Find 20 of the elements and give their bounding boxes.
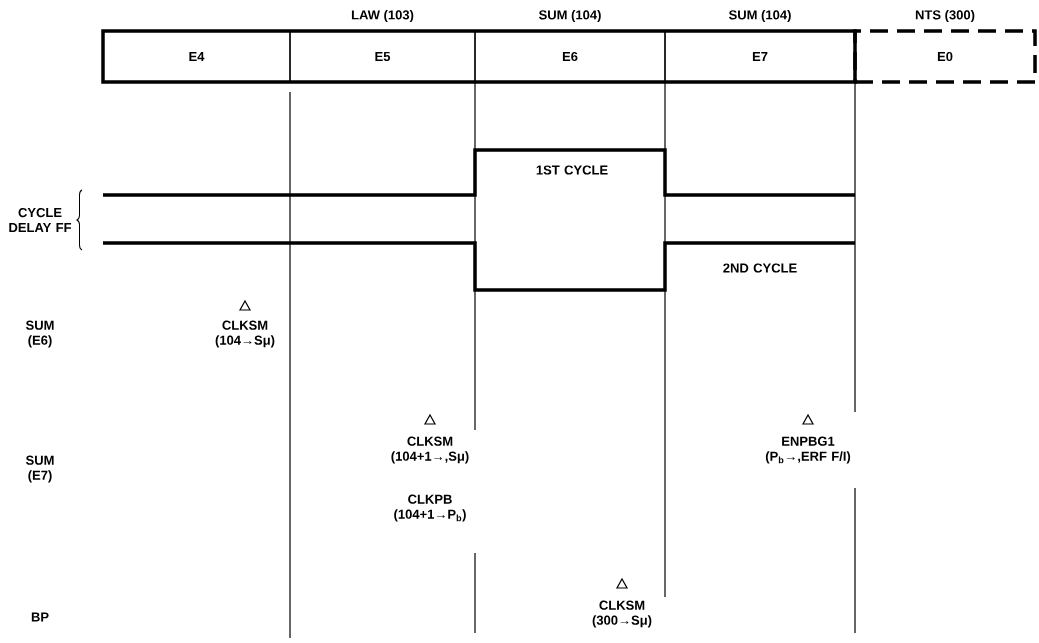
timing-cell: E7: [664, 30, 856, 83]
signal-name: SUM (E7): [25, 455, 54, 483]
signal-name: CYCLE DELAY FF: [9, 207, 72, 233]
timing-cell: E6: [474, 30, 666, 83]
column-heading: SUM (104): [538, 9, 601, 23]
signal-name: BP: [31, 612, 49, 622]
timing-cell: E5: [289, 30, 476, 83]
clock-label: CLKPB (104+1→P$_{b}$): [394, 494, 466, 522]
clock-label: CLKSM (104+1→,Sμ): [391, 436, 469, 464]
clock-label: ENPBG1 (P$_{b}$→,ERF F/I): [765, 436, 851, 464]
clock-label: CLKSM (300→Sμ): [592, 600, 652, 628]
signal-name: SUM (E6): [25, 320, 54, 348]
waveform-label: 1ST CYCLE: [536, 165, 608, 175]
column-heading: NTS (300): [915, 9, 975, 23]
timing-cell: E4: [102, 30, 291, 83]
timing-cell: E0: [853, 29, 1037, 84]
column-heading: SUM (104): [728, 9, 791, 23]
column-heading: LAW (103): [351, 9, 414, 23]
waveform-label: 2ND CYCLE: [723, 263, 797, 273]
clock-label: CLKSM (104→Sμ): [215, 320, 275, 348]
